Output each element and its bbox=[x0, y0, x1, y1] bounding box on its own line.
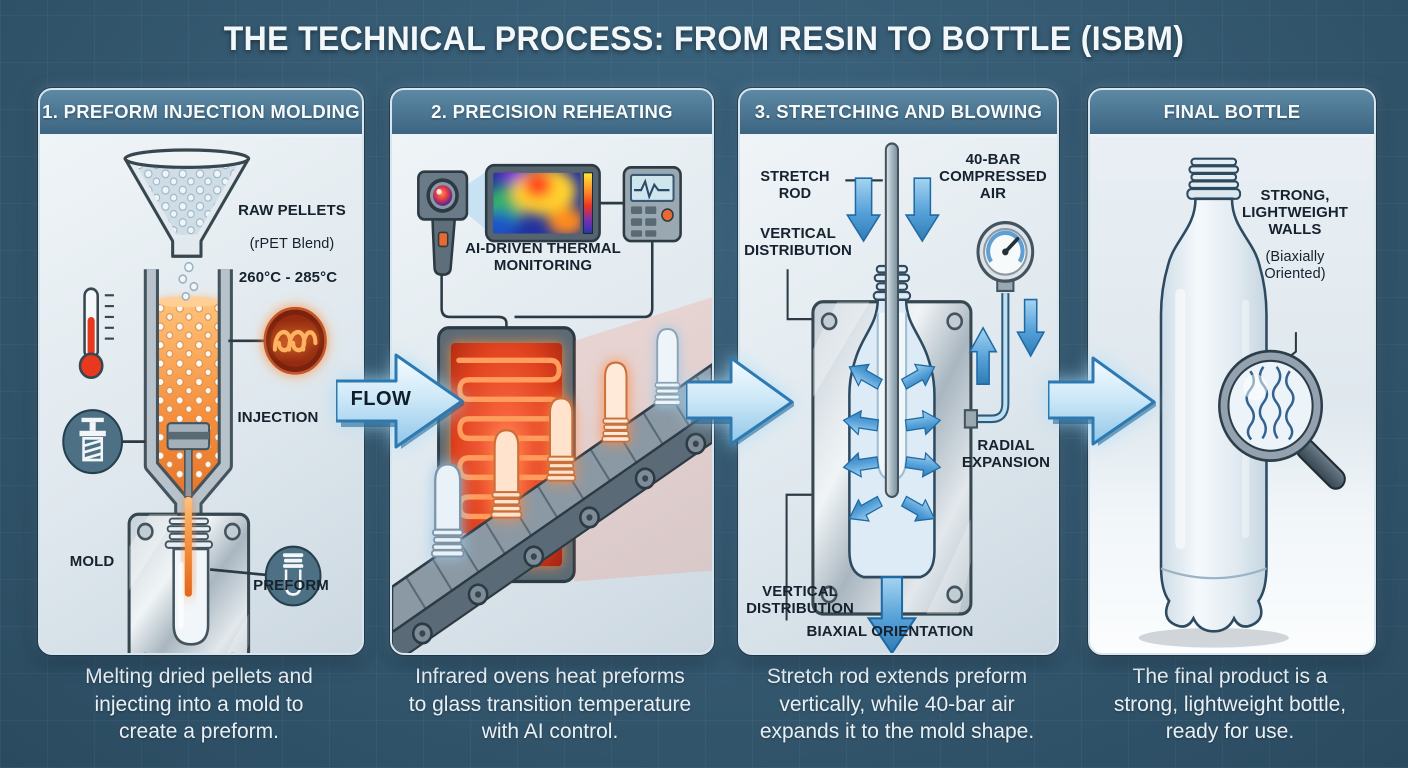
panel-stretching-and-blowing: 3. STRETCHING AND BLOWING bbox=[738, 88, 1059, 655]
flow-arrow-2 bbox=[686, 356, 794, 446]
thermometer-icon bbox=[78, 287, 114, 380]
panel4-illustration bbox=[1138, 157, 1346, 648]
label-compressed-air: 40-BAR COMPRESSED AIR bbox=[939, 151, 1047, 203]
panel2-body: AI-DRIVEN THERMAL MONITORING bbox=[392, 137, 712, 653]
magnifier-icon bbox=[1218, 349, 1346, 490]
label-radial-expansion: RADIAL EXPANSION bbox=[961, 437, 1051, 472]
caption-step3: Stretch rod extends preform vertically, … bbox=[759, 665, 1035, 744]
page-title: THE TECHNICAL PROCESS: FROM RESIN TO BOT… bbox=[223, 20, 1185, 58]
label-vertical-distribution-bottom: VERTICAL DISTRIBUTION bbox=[746, 583, 854, 618]
label-raw-pellets-title: RAW PELLETS bbox=[238, 202, 346, 220]
preforms bbox=[430, 327, 682, 558]
label-vertical-distribution-top: VERTICAL DISTRIBUTION bbox=[744, 225, 852, 260]
caption-step2: Infrared ovens heat preforms to glass tr… bbox=[408, 665, 692, 744]
flow-arrow-1 bbox=[336, 353, 464, 449]
conveyor bbox=[392, 363, 712, 653]
caption-step4: The final product is a strong, lightweig… bbox=[1113, 665, 1347, 744]
air-flow-arrows bbox=[968, 298, 1046, 385]
label-mold: MOLD bbox=[69, 553, 115, 570]
preform-in-mold bbox=[164, 496, 214, 646]
label-strong-walls-sub: (Biaxially Oriented) bbox=[1264, 249, 1326, 282]
panel3-header: 3. STRETCHING AND BLOWING bbox=[740, 90, 1057, 137]
panel4-header: FINAL BOTTLE bbox=[1090, 90, 1374, 137]
panel1-body: RAW PELLETS (rPET Blend) 260°C - 285°C I… bbox=[40, 137, 362, 653]
panel3-illustration bbox=[785, 142, 1046, 653]
label-temperature: 260°C - 285°C bbox=[238, 269, 338, 286]
flow-label: FLOW bbox=[350, 388, 412, 410]
expansion-arrows bbox=[842, 363, 942, 522]
label-ai-thermal-monitoring: AI-DRIVEN THERMAL MONITORING bbox=[465, 240, 621, 275]
caption-step1: Melting dried pellets and injecting into… bbox=[85, 665, 313, 744]
falling-pellets bbox=[178, 261, 199, 301]
down-arrows bbox=[845, 177, 940, 243]
controller-icon bbox=[622, 165, 682, 243]
label-biaxial-orientation: BIAXIAL ORIENTATION bbox=[806, 623, 974, 640]
pressure-gauge-icon bbox=[976, 221, 1035, 293]
panel4-body: STRONG, LIGHTWEIGHT WALLS (Biaxially Ori… bbox=[1090, 137, 1374, 653]
panel-precision-reheating: 2. PRECISION REHEATING bbox=[390, 88, 714, 655]
biaxial-arrow bbox=[866, 576, 918, 653]
preform-icon bbox=[210, 545, 322, 607]
thermal-display-icon bbox=[484, 163, 601, 243]
panel-preform-injection-molding: 1. PREFORM INJECTION MOLDING bbox=[38, 88, 364, 655]
label-preform: PREFORM bbox=[253, 577, 329, 594]
label-strong-walls: STRONG, LIGHTWEIGHT WALLS bbox=[1241, 187, 1349, 239]
injection-icon bbox=[62, 409, 146, 475]
label-raw-pellets: RAW PELLETS (rPET Blend) bbox=[236, 185, 348, 270]
panel1-illustration bbox=[62, 148, 327, 653]
heater-coil-icon bbox=[228, 306, 327, 375]
funnel bbox=[123, 148, 251, 258]
label-raw-pellets-sub: (rPET Blend) bbox=[249, 236, 335, 253]
panel3-body: STRETCH ROD VERTICAL DISTRIBUTION 40-BAR… bbox=[740, 137, 1057, 653]
bottle-shadow bbox=[1138, 628, 1289, 648]
label-injection: INJECTION bbox=[237, 409, 319, 426]
panel1-header: 1. PREFORM INJECTION MOLDING bbox=[40, 90, 362, 137]
flow-arrow-3 bbox=[1048, 356, 1156, 446]
stretch-rod bbox=[884, 142, 900, 498]
panel2-header: 2. PRECISION REHEATING bbox=[392, 90, 712, 137]
label-stretch-rod: STRETCH ROD bbox=[760, 169, 830, 202]
panel-final-bottle: FINAL BOTTLE bbox=[1088, 88, 1376, 655]
panel2-illustration bbox=[392, 163, 712, 653]
thermal-camera-icon bbox=[417, 170, 469, 277]
air-tube bbox=[963, 293, 1010, 429]
wires bbox=[440, 201, 654, 330]
